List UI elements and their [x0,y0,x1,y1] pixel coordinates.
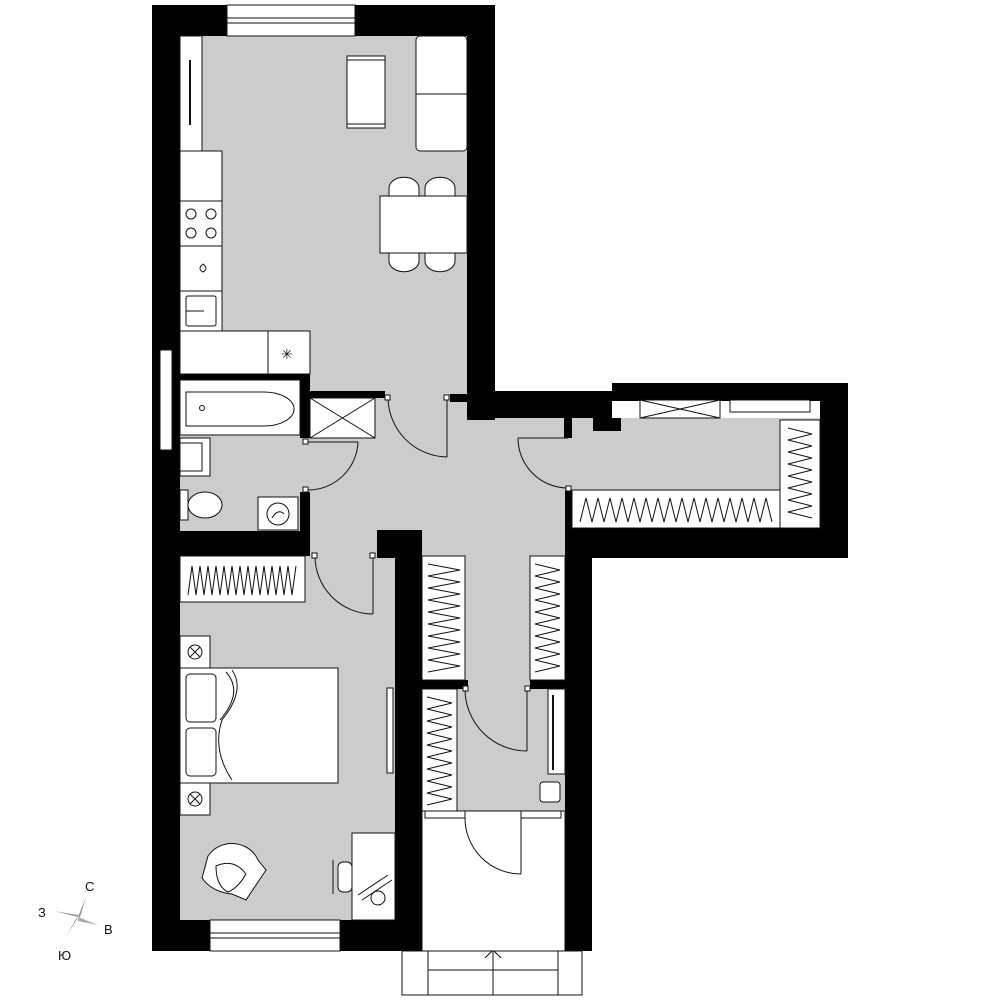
door-frame-left [424,810,466,819]
compass-north-label: С [85,879,95,894]
kitchen-counter-3 [179,330,269,375]
door-bathroom[interactable] [307,441,359,491]
wall-left-outer [152,5,180,951]
wall-east-bottom [565,528,848,558]
chair-3 [388,252,420,273]
desk-chair [337,861,353,893]
door-south-corridor[interactable] [464,688,528,752]
chair-2 [424,176,456,197]
toilet [187,491,223,519]
coffee-table [346,55,386,129]
door-kitchen[interactable] [387,397,448,458]
door-entrance[interactable] [464,817,522,875]
door-frame-right [520,810,562,819]
bathroom [179,379,376,531]
wall-east-top [467,391,612,418]
windows [159,4,811,952]
doors [302,394,572,875]
wall-south-corridor-right [565,528,592,688]
blanket-fold [218,669,238,781]
wardrobes [179,419,821,812]
window-east-2 [729,399,811,413]
burner-3 [185,227,197,239]
snowflake-icon: ✳ [281,347,293,363]
fridge [267,330,311,375]
window-top [226,4,356,37]
stove [179,200,223,247]
wall-closet-side-east [565,490,572,530]
wall-bedroom-top [180,531,310,556]
compass-east-label: В [104,922,113,937]
faucet-icon [199,263,207,273]
balcony [401,810,583,996]
bedroom [179,635,396,921]
dining-table [379,195,468,254]
compass-south-label: Ю [58,948,72,963]
floor-area [180,36,820,920]
pillow-2 [185,727,217,777]
chair-4 [424,252,456,273]
window-bottom [209,919,341,952]
wall-east-top-2 [612,383,848,401]
bedroom-mirror [386,687,394,774]
kitchen-counter-1 [179,150,223,202]
burner-4 [205,227,217,239]
door-bedroom[interactable] [314,555,374,615]
wardrobe-east-long [571,489,781,529]
wall-post-1 [593,418,621,431]
wall-post-2 [564,418,572,438]
wall-closet-divider-left [418,680,468,689]
wall-south-corridor-right-2 [565,688,592,951]
chair-1 [388,176,420,197]
shoe-rack [547,688,566,775]
balcony-frame [401,950,583,996]
entrance-vestibule [421,810,566,952]
kitchen: ✳ [179,35,311,375]
wall-bathroom-right-2 [300,492,310,532]
wall-hall-partition-2 [450,394,470,402]
desk [351,832,396,921]
wall-bathroom-right [300,378,310,438]
wall-bottom-left [152,920,210,951]
burner-2 [205,208,217,220]
living-area [346,35,468,273]
pillow-1 [185,673,217,723]
walls [152,5,848,951]
wardrobe-east-end [779,419,821,529]
door-east[interactable] [517,437,569,489]
pouf [539,781,561,803]
window-bathroom [159,349,173,451]
wall-hall-partition [305,391,385,398]
wall-right-living [467,5,495,420]
wall-south-corridor-stub [377,530,422,558]
compass-west-label: З [38,905,46,920]
wall-bottom-right [340,920,422,951]
toilet-tank [179,489,189,521]
compass-icon [54,897,98,937]
wall-closet-divider-right [530,680,568,689]
wall-south-corridor-left [395,530,422,951]
wall-bathroom-top [180,373,310,380]
burner-1 [185,208,197,220]
